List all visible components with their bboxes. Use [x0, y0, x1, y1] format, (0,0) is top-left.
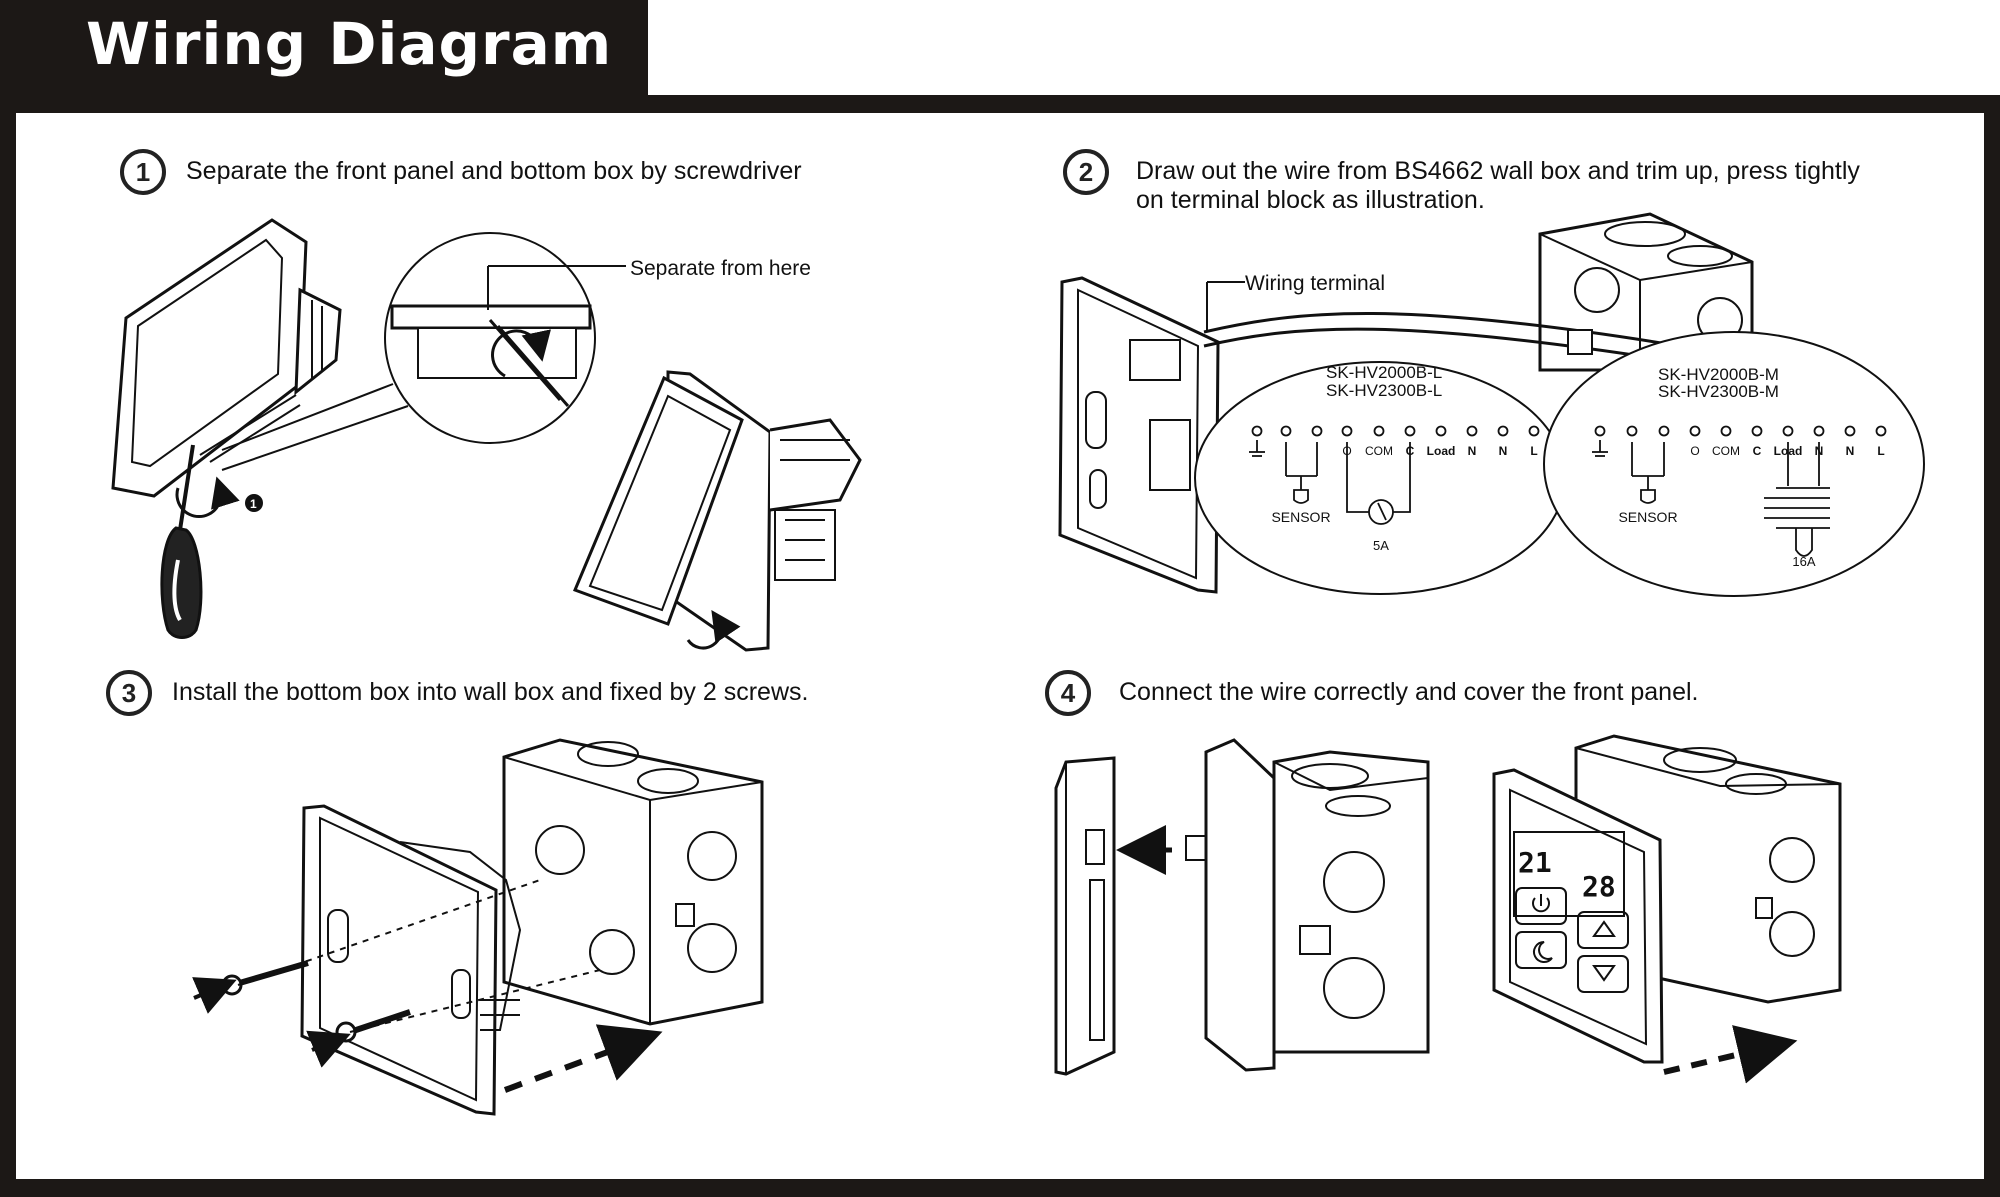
lcd-temp-right: 28 [1582, 870, 1616, 903]
callout-separate: Separate from here [630, 257, 811, 280]
terminal-callout-right [1543, 331, 1925, 597]
terminal-block-left [1249, 425, 1540, 525]
left-terminal-n1: N [1468, 444, 1477, 458]
thermostat-panel [111, 218, 308, 498]
base-plate-step-3 [300, 804, 522, 1116]
step-1-text: Separate the front panel and bottom box … [186, 157, 802, 185]
right-terminal-n2: N [1846, 444, 1855, 458]
arrow-screw-2 [306, 1030, 351, 1068]
mode-button [1515, 931, 1567, 969]
step-2-illustration [1058, 212, 1925, 597]
step-1-illustration [111, 218, 862, 652]
right-terminal-load: Load [1774, 444, 1803, 458]
step-3-number: 3 [106, 670, 152, 716]
step-4-number: 4 [1045, 670, 1091, 716]
moon-icon [1533, 941, 1553, 963]
left-terminal-com: COM [1365, 444, 1393, 458]
power-button [1515, 887, 1567, 925]
magnifier-callout [221, 232, 626, 471]
lcd-temp-left: 21 [1518, 846, 1552, 879]
left-terminal-n2: N [1499, 444, 1508, 458]
model-right-1: SK-HV2000B-M [1658, 365, 1779, 384]
left-terminal-c: C [1406, 444, 1415, 458]
wall-box-step-3 [502, 738, 764, 1026]
base-plate [1058, 276, 1220, 594]
magnifier-rotate-arrow-icon [491, 329, 551, 378]
title-bar: Wiring Diagram [0, 0, 648, 95]
heater-coil-icon [1764, 487, 1830, 529]
right-terminal-c: C [1753, 444, 1762, 458]
thermostat-screen [130, 238, 284, 468]
dashed-cover-arrow [1663, 1025, 1798, 1084]
top-band [648, 0, 2000, 95]
step-4-text: Connect the wire correctly and cover the… [1119, 678, 1699, 706]
right-terminal-com: COM [1712, 444, 1740, 458]
left-terminal-o: O [1342, 444, 1351, 458]
callout-marker: 1 [250, 497, 257, 511]
down-arrow-icon [1592, 965, 1616, 982]
box-with-plate-middle [1204, 738, 1430, 1072]
power-icon [1532, 894, 1550, 913]
left-terminal-load: Load [1427, 444, 1456, 458]
step-4-illustration [1054, 734, 1842, 1084]
thermostat-front [1492, 768, 1664, 1064]
model-left-1: SK-HV2000B-L [1326, 363, 1442, 382]
panel-open-illustration [573, 370, 862, 652]
down-button [1577, 955, 1629, 993]
lcd-display [1513, 831, 1625, 917]
step-2-text-line1: Draw out the wire from BS4662 wall box a… [1136, 157, 1860, 185]
step-3-illustration [192, 738, 764, 1116]
step-2-number: 2 [1063, 149, 1109, 195]
sensor-icon [1640, 489, 1656, 504]
up-button [1577, 911, 1629, 949]
model-right-2: SK-HV2300B-M [1658, 382, 1779, 401]
sensor-icon [1293, 489, 1309, 504]
ground-icon [1249, 440, 1265, 457]
left-sensor-label: SENSOR [1271, 509, 1330, 525]
right-terminal-n1: N [1815, 444, 1824, 458]
model-left-2: SK-HV2300B-L [1326, 381, 1442, 400]
right-terminal-o: O [1690, 444, 1699, 458]
left-terminal-l: L [1530, 444, 1537, 458]
step-3-text: Install the bottom box into wall box and… [172, 678, 809, 706]
step-1-number: 1 [120, 149, 166, 195]
page-title: Wiring Diagram [86, 10, 613, 78]
up-arrow-icon [1592, 920, 1616, 937]
front-panel-side [1054, 756, 1116, 1076]
right-terminal-l: L [1877, 444, 1884, 458]
right-sensor-label: SENSOR [1618, 509, 1677, 525]
marker-dot [245, 494, 263, 512]
terminal-block-right [1592, 425, 1887, 557]
open-rotate-arrow-icon [686, 610, 741, 650]
rotate-arrow-icon [175, 476, 240, 519]
thermostat-back-box [294, 287, 342, 396]
arrow-screw-1 [192, 977, 237, 1014]
step-2-text-line2: on terminal block as illustration. [1136, 186, 1485, 214]
screwdriver-icon [160, 444, 203, 639]
callout-wiring-terminal: Wiring terminal [1245, 272, 1385, 295]
ground-icon [1592, 440, 1608, 457]
dashed-insert-arrow [503, 1024, 663, 1093]
right-rating: 16A [1792, 554, 1815, 569]
left-rating: 5A [1373, 538, 1389, 553]
